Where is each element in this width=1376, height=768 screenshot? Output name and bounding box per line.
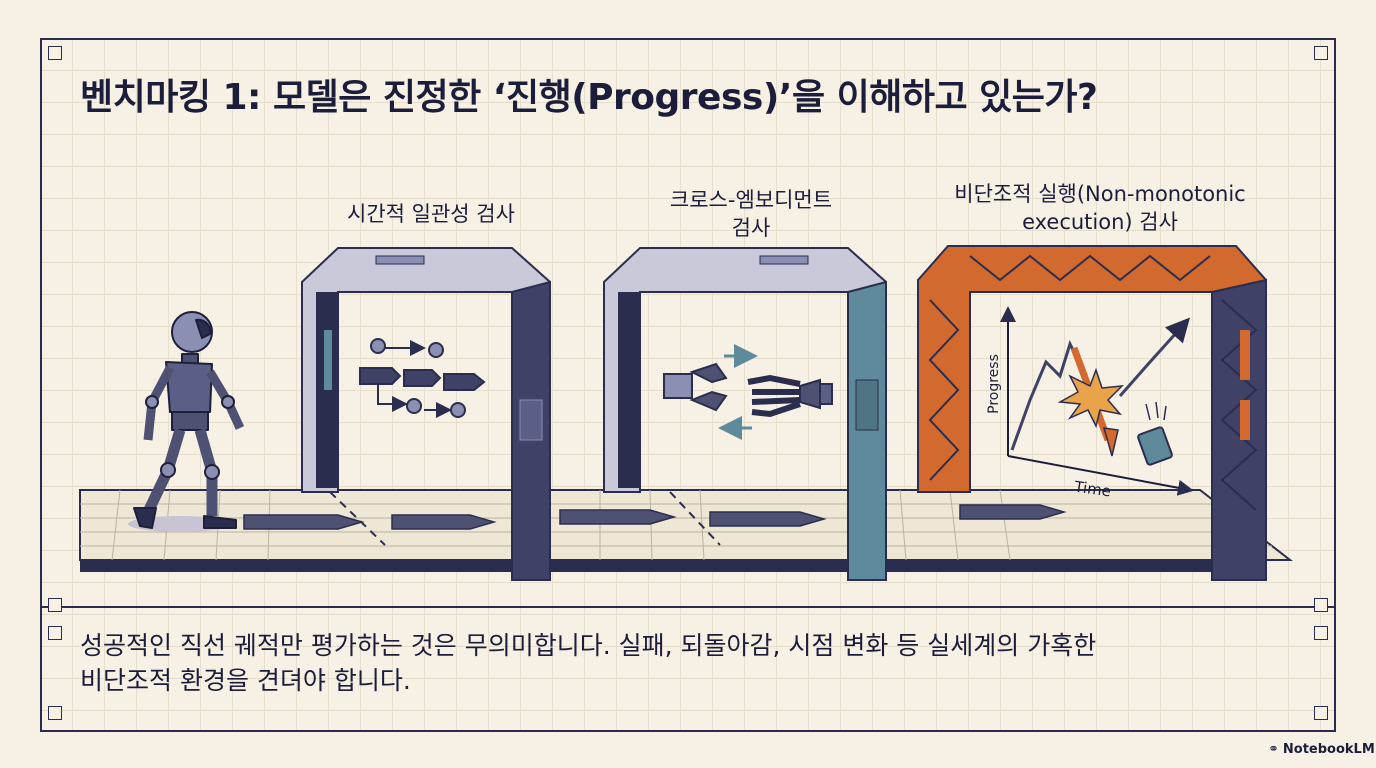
caption: 성공적인 직선 궤적만 평가하는 것은 무의미합니다. 실패, 되돌아감, 시점… bbox=[80, 628, 1310, 698]
gate2-label-line: 크로스-엠보디먼트 bbox=[669, 188, 833, 212]
gate1-label: 시간적 일관성 검사 bbox=[316, 200, 546, 228]
chart-ylabel: Progress bbox=[986, 354, 1002, 414]
fallen-object-icon bbox=[1137, 401, 1173, 466]
gate-temporal-consistency bbox=[301, 247, 551, 581]
page-title: 벤치마킹 1: 모델은 진정한 ‘진행(Progress)’을 이해하고 있는가… bbox=[80, 77, 1098, 118]
frame-corner-mark bbox=[1314, 626, 1328, 640]
blueprint-frame bbox=[40, 38, 1336, 732]
frame-corner-mark bbox=[48, 706, 62, 720]
gate3-label: 비단조적 실행(Non-monotonic execution) 검사 bbox=[920, 180, 1280, 236]
brand-name: NotebookLM bbox=[1282, 742, 1375, 757]
gate-cross-embodiment bbox=[603, 247, 887, 581]
gate1-label-line: 시간적 일관성 검사 bbox=[347, 202, 515, 226]
frame-corner-mark bbox=[1314, 46, 1328, 60]
progress-time-chart: Progress Time bbox=[986, 306, 1194, 501]
chart-xlabel: Time bbox=[1072, 477, 1112, 500]
gate2-label-line: 검사 bbox=[731, 216, 771, 240]
gate3-label-line: 비단조적 실행(Non-monotonic bbox=[954, 182, 1246, 206]
notebooklm-logo-icon: ⚭ bbox=[1268, 742, 1279, 757]
brand-watermark: ⚭NotebookLM bbox=[1268, 742, 1375, 757]
caption-line: 비단조적 환경을 견뎌야 합니다. bbox=[80, 666, 411, 695]
frame-corner-mark bbox=[48, 46, 62, 60]
caption-line: 성공적인 직선 궤적만 평가하는 것은 무의미합니다. 실패, 되돌아감, 시점… bbox=[80, 631, 1097, 660]
frame-corner-mark bbox=[48, 598, 62, 612]
frame-corner-mark bbox=[1314, 706, 1328, 720]
gate2-label: 크로스-엠보디먼트 검사 bbox=[636, 186, 866, 242]
walking-robot-icon bbox=[128, 311, 245, 532]
floor-track bbox=[79, 489, 1293, 572]
frame-corner-mark bbox=[48, 626, 62, 640]
gate3-label-line: execution) 검사 bbox=[1022, 210, 1178, 234]
caption-divider bbox=[40, 606, 1336, 608]
gate-non-monotonic: Progress Time bbox=[917, 245, 1267, 581]
frame-corner-mark bbox=[1314, 598, 1328, 612]
